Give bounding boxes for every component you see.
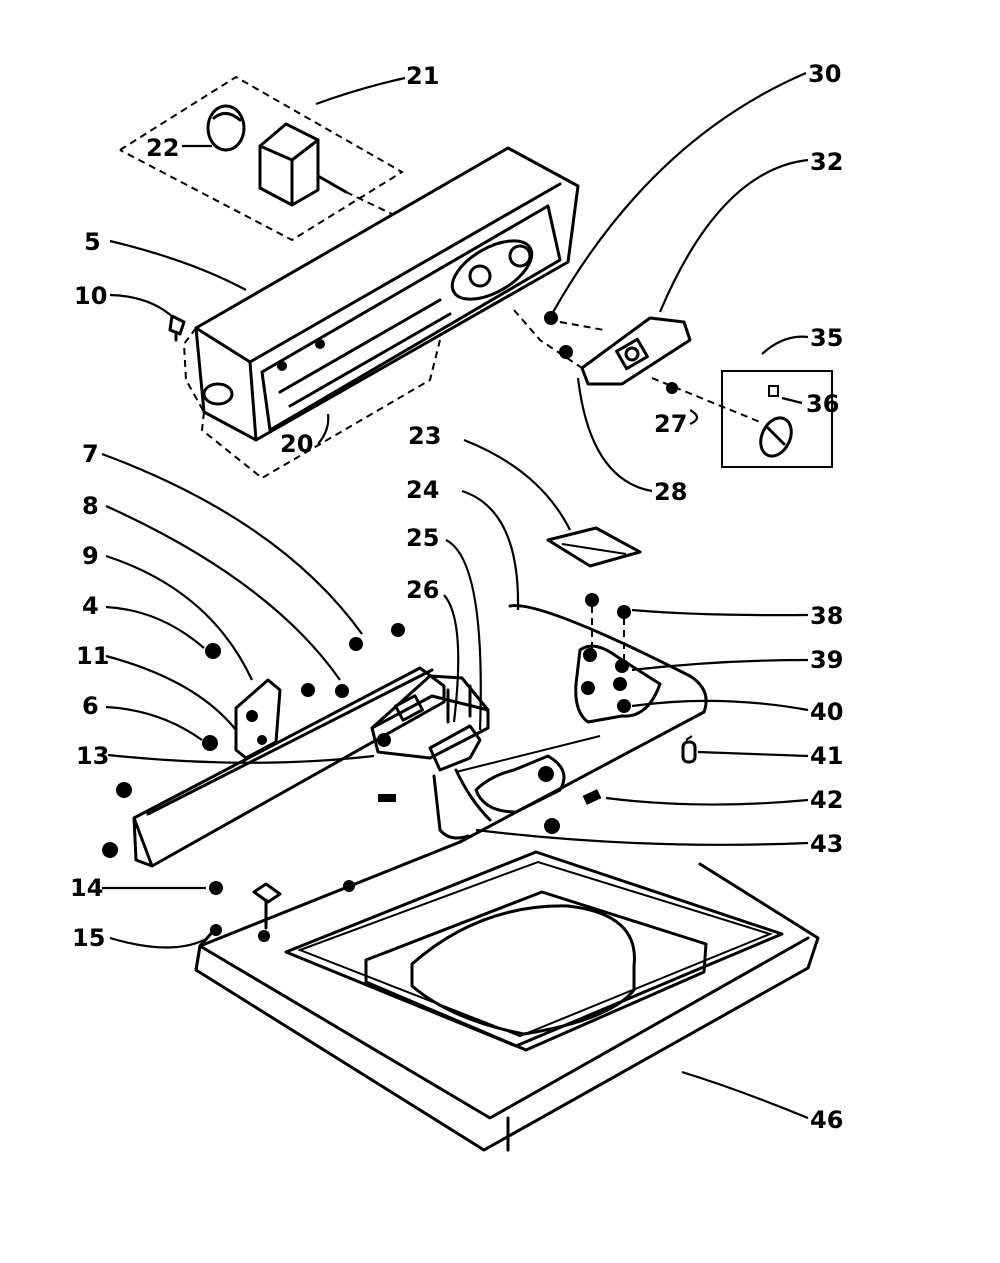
callout-13: 13: [76, 742, 109, 770]
callout-30: 30: [808, 60, 841, 88]
timer-knob-22-part: [206, 104, 246, 152]
callout-23: 23: [408, 422, 441, 450]
callout-39: 39: [810, 646, 843, 674]
callout-43: 43: [810, 830, 843, 858]
callout-41: 41: [810, 742, 843, 770]
callout-26: 26: [406, 576, 439, 604]
front-panel-11-part: [132, 666, 446, 868]
callout-36: 36: [806, 390, 839, 418]
timer-subassembly-box: [119, 75, 404, 242]
console-backguard-part: [182, 146, 580, 480]
callout-8: 8: [82, 492, 99, 520]
callout-labels: 21 22 5 10 20 30 32 35 36 27 28 23 24 25…: [70, 60, 843, 1134]
lid-lock-42-part: [474, 754, 602, 814]
callout-5: 5: [84, 228, 101, 256]
callout-27: 27: [654, 410, 687, 438]
callout-7: 7: [82, 440, 99, 468]
callout-6: 6: [82, 692, 99, 720]
callout-32: 32: [810, 148, 843, 176]
callout-10: 10: [74, 282, 107, 310]
hinge-9-part: [234, 678, 282, 760]
callout-25: 25: [406, 524, 439, 552]
leader-lines: [101, 71, 809, 1120]
callout-9: 9: [82, 542, 99, 570]
screw-30-part: [544, 311, 605, 359]
spacers-38-39-40-part: [574, 593, 662, 724]
switch-26-part: [428, 684, 482, 772]
callout-21: 21: [406, 62, 439, 90]
callout-20: 20: [280, 430, 313, 458]
callout-15: 15: [72, 924, 105, 952]
callout-22: 22: [146, 134, 179, 162]
end-cap-32-part: [513, 309, 692, 386]
callout-28: 28: [654, 478, 687, 506]
screws-4-6-7-8-part: [102, 623, 405, 892]
screw-10-part: [168, 314, 186, 342]
callout-11: 11: [76, 642, 109, 670]
screw-27-part: [651, 377, 761, 423]
latch-23-part: [546, 526, 642, 568]
callout-35: 35: [810, 324, 843, 352]
callout-42: 42: [810, 786, 843, 814]
callout-46: 46: [810, 1106, 843, 1134]
cabinet-top-46-part: [194, 604, 820, 1152]
callout-24: 24: [406, 476, 439, 504]
callout-14: 14: [70, 874, 103, 902]
callout-4: 4: [82, 592, 99, 620]
knob-subassembly-box: [721, 370, 833, 468]
callout-40: 40: [810, 698, 843, 726]
timer-motor-21-part: [258, 122, 393, 215]
knob-36-part: [759, 385, 793, 458]
bumper-41-part: [681, 735, 697, 764]
callout-38: 38: [810, 602, 843, 630]
screw-14-15-part: [209, 881, 282, 942]
wire-harness-43-part: [432, 735, 601, 840]
